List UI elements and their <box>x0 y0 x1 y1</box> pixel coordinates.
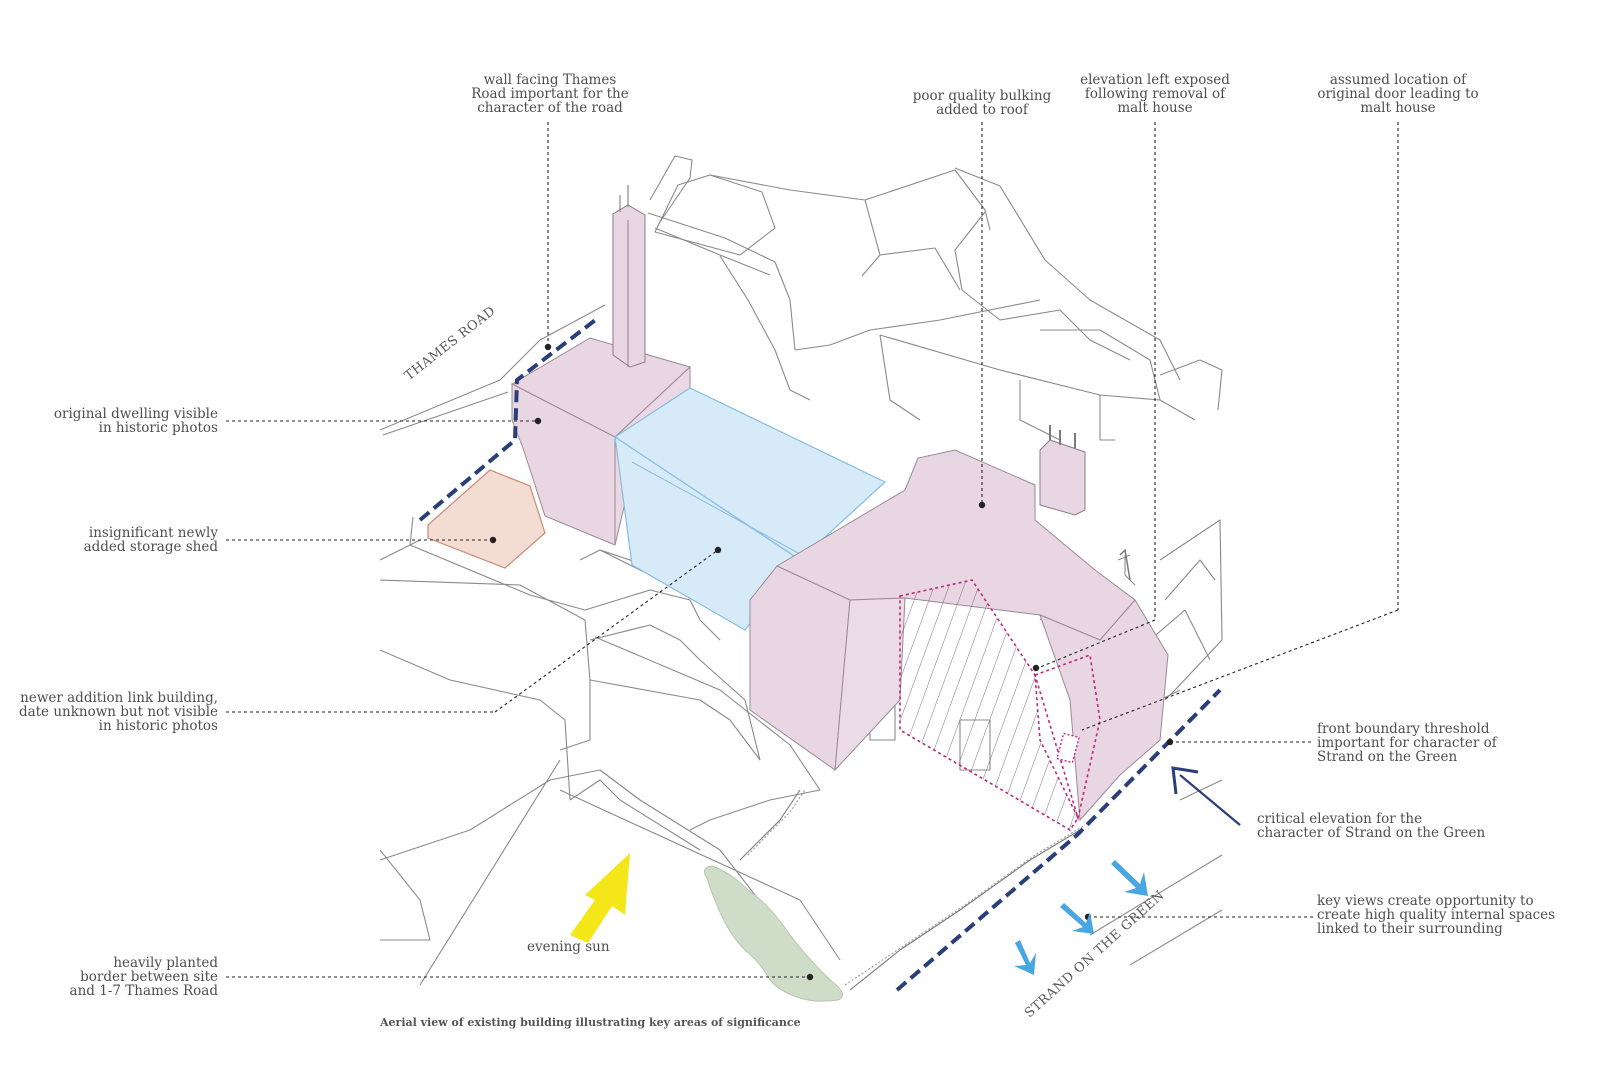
label-critical-elevation: critical elevation for the character of … <box>1257 811 1486 841</box>
label-storage-shed: insignificant newly added storage shed <box>83 525 218 555</box>
background-sketch <box>379 155 1223 991</box>
critical-elevation-arrow <box>1171 766 1241 826</box>
leader-lines <box>226 122 1399 978</box>
label-assumed-door: assumed location of original door leadin… <box>1317 72 1479 116</box>
label-evening-sun: evening sun <box>527 939 610 955</box>
label-original-dwelling: original dwelling visible in historic ph… <box>53 406 218 436</box>
label-planted-border: heavily planted border between site and … <box>69 955 218 999</box>
planted-border-area <box>703 865 843 1002</box>
label-elevation-exposed: elevation left exposed following removal… <box>1080 72 1230 116</box>
label-poor-quality: poor quality bulking added to roof <box>912 88 1052 118</box>
main-building <box>749 425 1169 832</box>
label-front-boundary: front boundary threshold important for c… <box>1317 721 1497 765</box>
key-view-arrows <box>1014 860 1148 975</box>
label-newer-addition: newer addition link building, date unkno… <box>18 690 218 734</box>
label-key-views: key views create opportunity to create h… <box>1317 893 1556 937</box>
leader-dots <box>489 343 1174 981</box>
label-wall-facing: wall facing Thames Road important for th… <box>471 72 629 116</box>
site-boundary <box>418 316 1222 992</box>
storage-shed <box>427 469 546 569</box>
diagram-caption: Aerial view of existing building illustr… <box>380 1016 801 1029</box>
door-location <box>1056 732 1080 764</box>
link-building <box>613 387 887 631</box>
evening-sun-arrow <box>570 853 630 943</box>
exposed-elevation <box>899 579 1079 832</box>
